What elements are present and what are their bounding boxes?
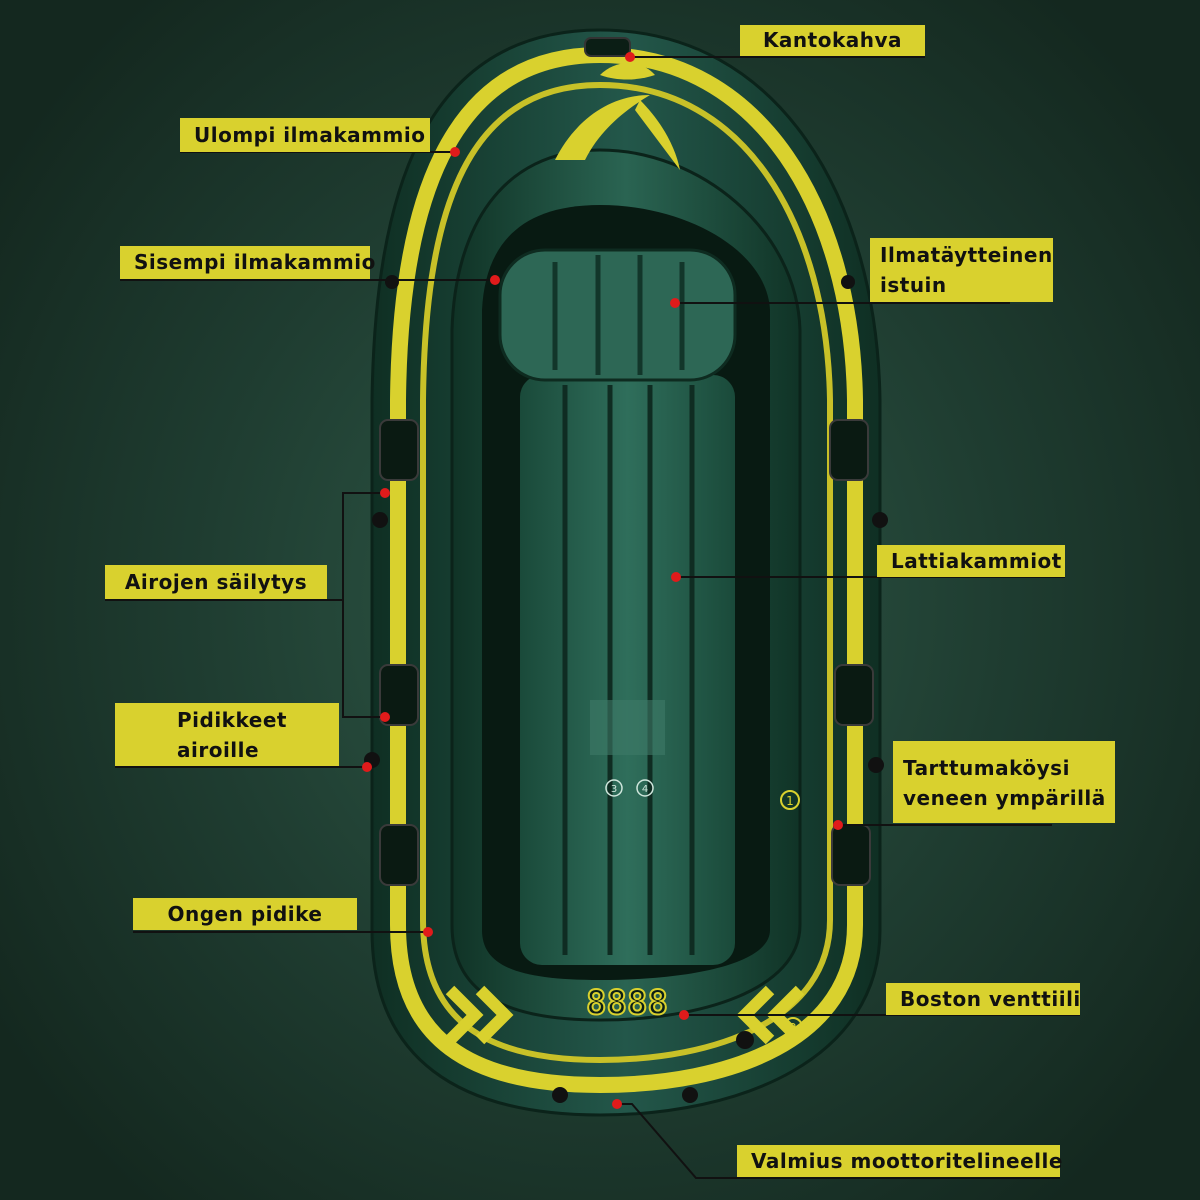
leader-pidikkeet — [342, 600, 385, 718]
inflatable-seat — [498, 248, 737, 382]
floor-chambers — [520, 375, 735, 965]
chamber-mark-2: 2 — [789, 1021, 797, 1035]
floor-mark-4: 4 — [642, 784, 648, 795]
marker-boston — [679, 1010, 689, 1020]
marker-ulompi — [450, 147, 460, 157]
carry-handle — [584, 37, 631, 57]
marker-lattia — [671, 572, 681, 582]
outer-stripe-inner — [420, 81, 833, 1064]
markers — [362, 52, 843, 1109]
marker-istuin — [670, 298, 680, 308]
label-valmius-moottoritelineelle: Valmius moottoritelineelle — [737, 1145, 1062, 1177]
marker-ongen — [423, 927, 433, 937]
label-tarttuma-line-1: Tarttumaköysi — [903, 756, 1070, 780]
label-kantokahva: Kantokahva — [740, 25, 925, 56]
chamber-marks: 1 2 3 4 — [605, 779, 803, 1037]
marker-tarttuma — [833, 820, 843, 830]
outer-stripe — [390, 46, 863, 1094]
label-istuin-line-2: istuin — [880, 273, 947, 297]
floor-mark-3: 3 — [611, 784, 617, 795]
label-pidikkeet-airoille: Pidikkeet airoille — [115, 703, 339, 766]
marker-pidikkeet — [380, 712, 390, 722]
leader-airojen — [105, 492, 385, 601]
chamber-mark-1: 1 — [786, 794, 794, 808]
leader-lines — [105, 56, 1080, 1179]
marker-sisempi — [490, 275, 500, 285]
leader-valmius — [617, 1103, 1060, 1179]
label-tarttumakoysi: Tarttumaköysi veneen ympärillä — [893, 741, 1115, 823]
label-pidikkeet-line-2: airoille — [177, 738, 260, 762]
label-pidikkeet-line-1: Pidikkeet — [177, 708, 287, 732]
label-lattiakammiot: Lattiakammiot — [877, 545, 1065, 577]
label-istuin-line-1: Ilmatäytteinen — [880, 243, 1053, 267]
label-sisempi-ilmakammio: Sisempi ilmakammio — [120, 246, 375, 279]
label-ulompi-ilmakammio: Ulompi ilmakammio — [180, 118, 430, 152]
label-ilmatayttoinen-istuin: Ilmatäytteinen istuin — [870, 238, 1053, 302]
marker-valmius — [612, 1099, 622, 1109]
label-airojen-sailytys: Airojen säilytys — [105, 565, 327, 599]
label-ongen-pidike: Ongen pidike — [133, 898, 357, 930]
label-boston-venttiili: Boston venttiili — [886, 983, 1080, 1015]
label-tarttuma-line-2: veneen ympärillä — [903, 786, 1106, 810]
marker-pidikkeet-airoille — [362, 762, 372, 772]
marker-airojen — [380, 488, 390, 498]
boat-number: 8888 — [586, 983, 668, 1023]
marker-kantokahva — [625, 52, 635, 62]
bow-logo — [555, 62, 680, 170]
